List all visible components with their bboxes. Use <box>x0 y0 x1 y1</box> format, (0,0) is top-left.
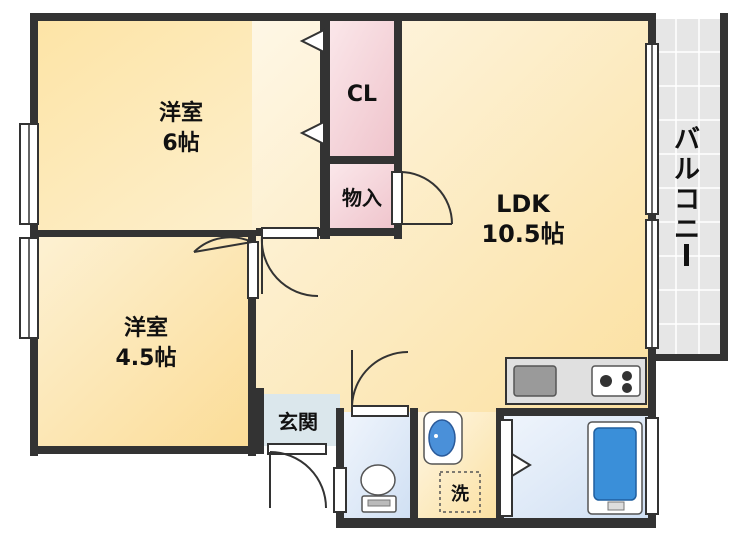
balcony-long-vowel <box>684 244 689 266</box>
door-toilet <box>351 350 409 417</box>
room-ldk <box>252 19 648 412</box>
balcony-char: ニ <box>674 215 700 245</box>
room-name-ldk: LDK <box>496 190 551 218</box>
room-size-ldk: 10.5帖 <box>481 220 564 248</box>
bathtub <box>587 421 643 515</box>
window-left-lower <box>19 237 39 339</box>
window-ldk-lower <box>645 219 659 349</box>
wash-basin <box>423 411 463 465</box>
room-name-western-6: 洋室 <box>159 100 203 126</box>
door-western-4-5 <box>193 236 259 299</box>
balcony-char: コ <box>674 185 700 215</box>
room-name-closet: CL <box>347 82 377 107</box>
door-storage <box>391 171 453 225</box>
room-size-western-4-5: 4.5帖 <box>116 346 177 371</box>
balcony-char: ル <box>674 155 700 185</box>
room-name-western-4-5: 洋室 <box>124 315 168 341</box>
laundry-space <box>439 471 481 513</box>
door-entrance <box>267 443 327 509</box>
room-size-western-6: 6帖 <box>162 131 199 156</box>
balcony-char: バ <box>674 125 700 155</box>
room-balcony <box>654 19 722 354</box>
balcony-label: バ ル コ ニ <box>674 125 700 266</box>
label-laundry: 洗 <box>451 483 469 505</box>
door-bath <box>499 419 532 517</box>
window-ldk-upper <box>645 43 659 215</box>
room-western-4-5 <box>36 234 256 448</box>
window-left-upper <box>19 123 39 225</box>
room-storage <box>326 164 398 230</box>
room-closet <box>326 19 398 157</box>
room-name-entrance: 玄関 <box>278 410 318 434</box>
toilet-fixture <box>360 464 397 513</box>
kitchen-counter <box>505 357 647 405</box>
room-entrance <box>256 394 340 446</box>
window-toilet <box>333 467 347 513</box>
window-bath <box>645 417 659 515</box>
door-western-6 <box>260 227 319 298</box>
room-name-storage: 物入 <box>342 186 382 210</box>
door-closet <box>299 28 325 146</box>
